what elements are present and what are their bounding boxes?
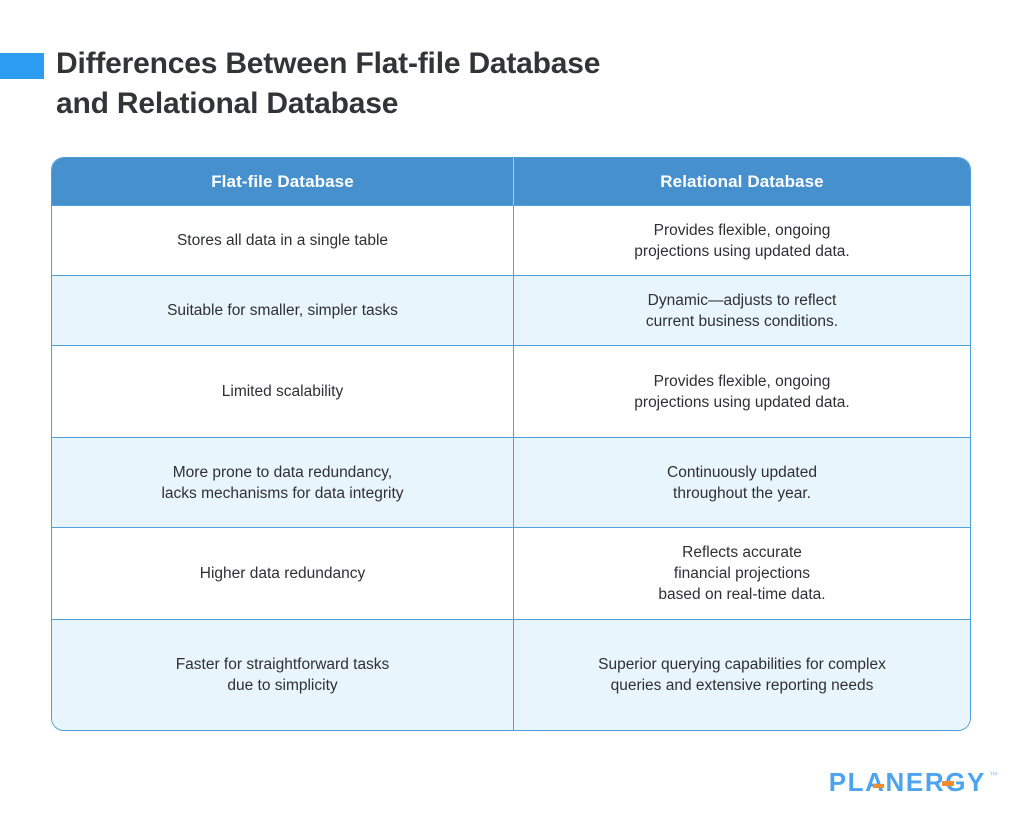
table-row: Higher data redundancy Reflects accurate… — [52, 527, 970, 619]
cell-relational: Dynamic—adjusts to reflect current busin… — [645, 291, 839, 330]
blue-accent-square — [0, 53, 44, 79]
planergy-logo-text: PLANERGY — [828, 767, 986, 797]
table-row: Suitable for smaller, simpler tasks Dyna… — [52, 275, 970, 345]
logo-accent-a-icon — [872, 784, 884, 788]
cell-relational: Provides flexible, ongoing projections u… — [634, 221, 850, 260]
page-title: Differences Between Flat-file Database a… — [56, 47, 601, 120]
cell-relational: Continuously updated throughout the year… — [667, 463, 817, 502]
cell-flat-file: Suitable for smaller, simpler tasks — [52, 276, 514, 345]
cell-flat-file: Limited scalability — [52, 346, 514, 437]
cell-flat-file: Higher data redundancy — [52, 528, 514, 619]
column-header-relational: Relational Database — [660, 171, 824, 191]
column-header-flat-file: Flat-file Database — [52, 158, 514, 205]
planergy-logo: PLANERGY ™ — [829, 768, 998, 796]
cell-relational: Superior querying capabilities for compl… — [598, 656, 886, 694]
trademark-symbol: ™ — [989, 770, 998, 780]
table-row: Stores all data in a single table Provid… — [52, 205, 970, 275]
table-row: More prone to data redundancy, lacks mec… — [52, 437, 970, 527]
cell-flat-file: Faster for straightforward tasks due to … — [52, 620, 514, 730]
page-title-block: Differences Between Flat-file Database a… — [0, 44, 1024, 124]
cell-flat-file: Stores all data in a single table — [52, 206, 514, 275]
table-row: Faster for straightforward tasks due to … — [52, 619, 970, 730]
cell-relational: Provides flexible, ongoing projections u… — [634, 372, 850, 411]
logo-accent-g-icon — [941, 781, 954, 786]
cell-flat-file: More prone to data redundancy, lacks mec… — [52, 438, 514, 527]
comparison-table: Flat-file Database Relational Database S… — [51, 157, 971, 731]
table-header-row: Flat-file Database Relational Database — [52, 158, 970, 205]
table-row: Limited scalability Provides flexible, o… — [52, 345, 970, 437]
cell-relational: Reflects accurate financial projections … — [658, 544, 826, 603]
